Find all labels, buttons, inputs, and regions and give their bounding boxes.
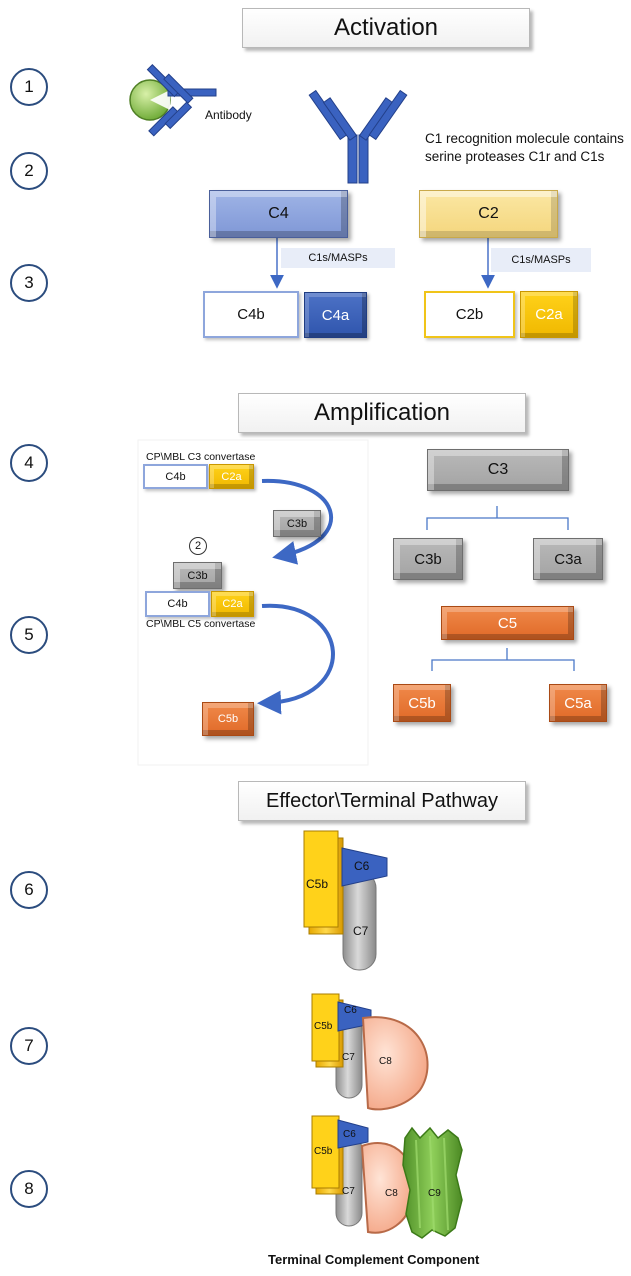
arrow-icon bbox=[257, 603, 335, 715]
enzyme-label-left: C1s/MASPs bbox=[281, 248, 395, 268]
c5-convertase-c3b: C3b bbox=[173, 562, 222, 589]
c3b-box: C3b bbox=[393, 538, 463, 580]
terminal-caption: Terminal Complement Component bbox=[268, 1252, 480, 1267]
step-number-4: 4 bbox=[10, 444, 48, 482]
section-title-amplification: Amplification bbox=[238, 393, 526, 433]
c4b-box: C4b bbox=[203, 291, 299, 338]
step7-c5b-label: C5b bbox=[314, 1021, 333, 1032]
c3-convertase-label: CP\MBL C3 convertase bbox=[146, 451, 256, 463]
circled-number: 2 bbox=[189, 537, 207, 555]
c1-caption-line2: serine proteases C1r and C1s bbox=[425, 149, 605, 164]
c2a-box: C2a bbox=[520, 291, 578, 338]
step8-c8-label: C8 bbox=[385, 1188, 398, 1199]
c4a-box: C4a bbox=[304, 292, 367, 338]
section-title-effector: Effector\Terminal Pathway bbox=[238, 781, 526, 821]
step8-c5b-label: C5b bbox=[314, 1146, 333, 1157]
c2-box: C2 bbox=[419, 190, 558, 238]
step7-c8-label: C8 bbox=[379, 1056, 392, 1067]
c1-caption-line1: C1 recognition molecule contains bbox=[425, 131, 624, 146]
brace-icon bbox=[431, 648, 575, 671]
c5-convertase-label: CP\MBL C5 convertase bbox=[146, 618, 256, 630]
step8-c6-label: C6 bbox=[343, 1129, 356, 1140]
c3-convertase-c2a: C2a bbox=[209, 464, 254, 489]
antibody-icon bbox=[146, 64, 217, 137]
section-title-activation: Activation bbox=[242, 8, 530, 48]
c3-box: C3 bbox=[427, 449, 569, 491]
c2b-box: C2b bbox=[424, 291, 515, 338]
step7-c6-label: C6 bbox=[344, 1005, 357, 1016]
step-number-2: 2 bbox=[10, 152, 48, 190]
step-number-6: 6 bbox=[10, 871, 48, 909]
c5b-product-box: C5b bbox=[202, 702, 254, 736]
c5-convertase-c2a: C2a bbox=[211, 591, 254, 617]
step-number-5: 5 bbox=[10, 616, 48, 654]
antigen-icon bbox=[129, 79, 171, 121]
step6-c7-label: C7 bbox=[353, 924, 369, 938]
step7-c7-label: C7 bbox=[342, 1052, 355, 1063]
step8-c9-label: C9 bbox=[428, 1188, 441, 1199]
mac-complex-c5b-c6-c7 bbox=[303, 830, 388, 971]
step-number-7: 7 bbox=[10, 1027, 48, 1065]
arrow-icon bbox=[261, 478, 333, 565]
c5-box: C5 bbox=[441, 606, 574, 640]
step8-c7-label: C7 bbox=[342, 1186, 355, 1197]
mac-complex-c5b-c6-c7-c8-c9 bbox=[311, 1115, 463, 1239]
c5a-box: C5a bbox=[549, 684, 607, 722]
antibody-icon bbox=[308, 89, 408, 184]
step6-c6-label: C6 bbox=[354, 859, 370, 873]
c5b-box: C5b bbox=[393, 684, 451, 722]
c3-convertase-c4b: C4b bbox=[143, 464, 208, 489]
antibody-label: Antibody bbox=[205, 108, 252, 122]
c5-convertase-c4b: C4b bbox=[145, 591, 210, 617]
step-number-3: 3 bbox=[10, 264, 48, 302]
c3a-box: C3a bbox=[533, 538, 603, 580]
mac-complex-c5b-c6-c7-c8 bbox=[311, 993, 429, 1111]
brace-icon bbox=[426, 506, 569, 530]
step-number-1: 1 bbox=[10, 68, 48, 106]
c3b-moving-box: C3b bbox=[273, 510, 321, 537]
step6-c5b-label: C5b bbox=[306, 877, 329, 891]
c4-box: C4 bbox=[209, 190, 348, 238]
enzyme-label-right: C1s/MASPs bbox=[491, 248, 591, 272]
step-number-8: 8 bbox=[10, 1170, 48, 1208]
